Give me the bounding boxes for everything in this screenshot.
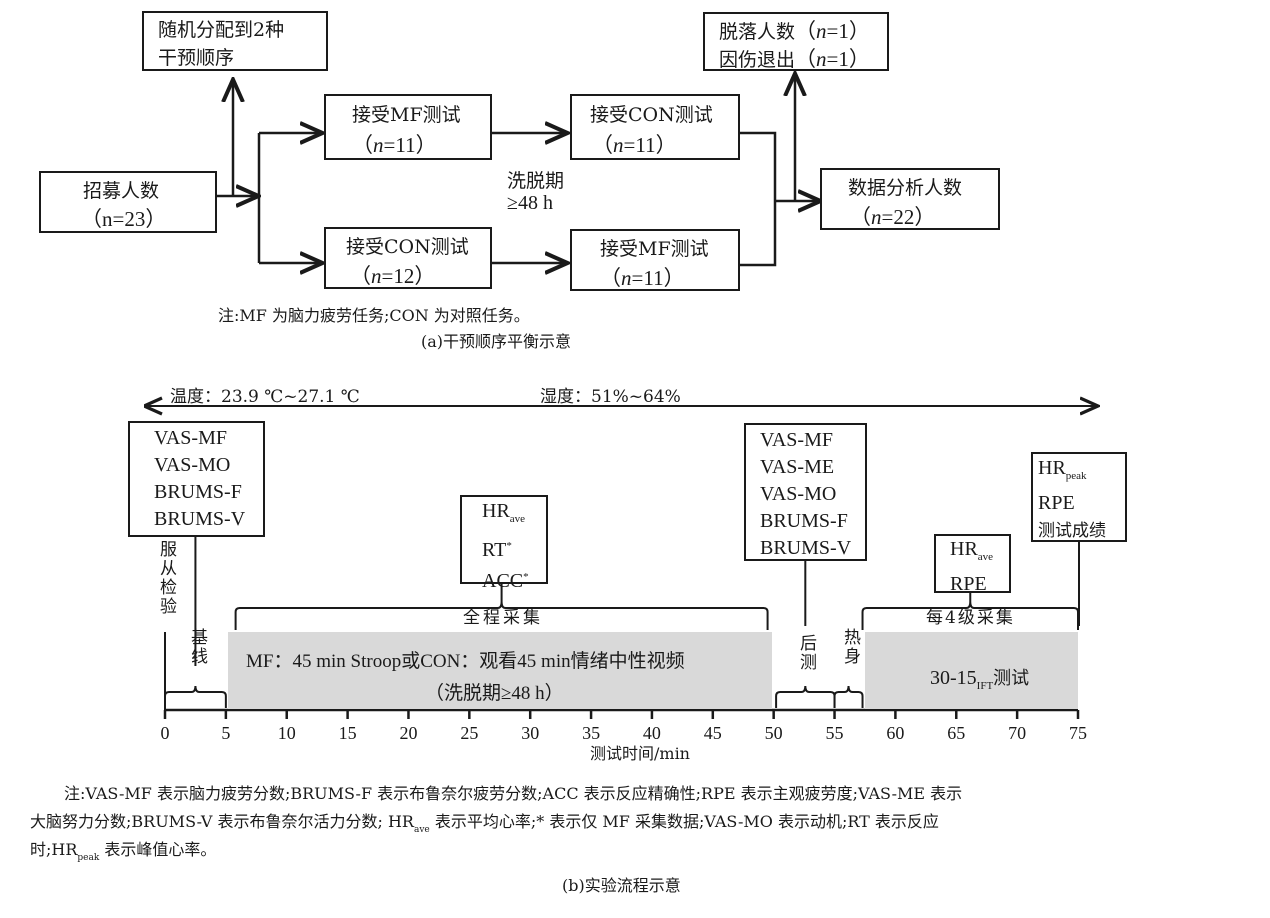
random-line1: 随机分配到2种 (158, 19, 285, 41)
task-description: MF：45 min Stroop或CON：观看45 min情绪中性视频 (246, 651, 685, 672)
warmup-brace (833, 685, 864, 708)
hr-ave: HRave (950, 538, 994, 563)
baseline-label: 基线 (187, 628, 207, 666)
part-a-note: 注:MF 为脑力疲劳任务;CON 为对照任务。 (218, 306, 530, 325)
x-tick-label: 75 (1069, 723, 1087, 743)
part-b-note-line1: 注:VAS-MF 表示脑力疲劳分数;BRUMS-F 表示布鲁奈尔疲劳分数;ACC… (64, 784, 963, 803)
final-measures-box: HRpeak RPE 测试成绩 (1031, 452, 1127, 542)
con-second-label: 接受CON测试 (590, 104, 713, 126)
x-tick-label: 25 (460, 723, 479, 743)
con-first-label: 接受CON测试 (346, 236, 469, 258)
mf-first-count: （n=11） (352, 133, 437, 157)
during-measures-box: HRave RT* ACC* (460, 495, 548, 592)
x-tick-label: 10 (277, 723, 296, 743)
x-tick-label: 20 (399, 723, 418, 743)
analysis-count: （n=22） (850, 205, 936, 229)
warmup-label: 热身 (840, 628, 860, 666)
con-second-box: 接受CON测试 （n=11） (570, 94, 740, 160)
merge-line (740, 131, 777, 267)
task-washout: （洗脱期≥48 h） (425, 683, 564, 704)
mf-first-label: 接受MF测试 (352, 104, 461, 126)
dropout-box: 脱落人数（n=1） 因伤退出（n=1） (703, 12, 889, 71)
x-tick-label: 45 (703, 723, 722, 743)
x-tick-label: 50 (764, 723, 783, 743)
x-tick-label: 65 (947, 723, 966, 743)
con-first-box: 接受CON测试 （n=12） (324, 227, 492, 289)
measure-item: VAS-MO (154, 454, 231, 476)
x-tick-label: 15 (338, 723, 357, 743)
washout-line2: ≥48 h (507, 192, 553, 214)
ift-measures-box: HRave RPE (934, 534, 1011, 595)
part-b-note-line2: 大脑努力分数;BRUMS-V 表示布鲁奈尔活力分数; HRave 表示平均心率;… (30, 812, 939, 835)
x-tick-label: 0 (160, 723, 170, 743)
x-tick-label: 60 (886, 723, 905, 743)
temperature-label: 温度：23.9 ℃~27.1 ℃ (170, 387, 360, 407)
measure-item: BRUMS-F (154, 481, 242, 503)
acc: ACC* (482, 570, 529, 592)
measure-item: VAS-MO (760, 483, 837, 505)
dropout-line2: 因伤退出（n=1） (719, 47, 870, 71)
recruit-box: 招募人数 （n=23） (39, 171, 217, 233)
test-score: 测试成绩 (1038, 521, 1106, 540)
random-line2: 干预顺序 (158, 47, 235, 69)
washout-line1: 洗脱期 (507, 170, 565, 192)
mf-second-label: 接受MF测试 (600, 238, 709, 260)
mf-second-count: （n=11） (600, 266, 685, 290)
humidity-label: 湿度：51%~64% (540, 387, 681, 407)
dropout-line1: 脱落人数（n=1） (719, 19, 870, 43)
measure-item: BRUMS-F (760, 510, 848, 532)
x-axis-label: 测试时间/min (590, 744, 690, 763)
measure-item: BRUMS-V (760, 537, 852, 559)
recruit-label: 招募人数 (83, 180, 160, 202)
measure-item: VAS-MF (154, 427, 227, 449)
measure-item: VAS-ME (760, 456, 835, 478)
con-second-count: （n=11） (592, 133, 677, 157)
part-b-caption: (b)实验流程示意 (562, 876, 681, 895)
x-tick-label: 5 (221, 723, 231, 743)
baseline-brace (164, 685, 227, 708)
ift-test-label: 30-15IFT测试 (930, 667, 1030, 692)
mf-second-box: 接受MF测试 （n=11） (570, 229, 740, 291)
ift-segment (864, 632, 1078, 709)
compliance-label: 服从检验 (156, 540, 176, 616)
baseline-measures-box: VAS-MF VAS-MO BRUMS-F BRUMS-V (128, 421, 265, 537)
part-a-caption: (a)干预顺序平衡示意 (421, 332, 572, 351)
ift-collection-label: 每4级采集 (926, 608, 1015, 628)
post-test-label: 后测 (796, 634, 816, 672)
post-measures-box: VAS-MF VAS-ME VAS-MO BRUMS-F BRUMS-V (744, 423, 867, 561)
rt: RT* (482, 539, 512, 561)
part-b-note-line3: 时;HRpeak 表示峰值心率。 (30, 840, 217, 863)
post-brace (775, 685, 836, 708)
rpe: RPE (950, 573, 987, 595)
task-segment (227, 632, 772, 709)
con-first-count: （n=12） (350, 264, 436, 288)
x-tick-label: 40 (642, 723, 661, 743)
random-allocation-box: 随机分配到2种 干预顺序 (142, 11, 328, 71)
hr-peak: HRpeak (1038, 457, 1087, 482)
measure-item: BRUMS-V (154, 508, 246, 530)
rpe: RPE (1038, 492, 1075, 514)
hr-ave: HRave (482, 500, 526, 525)
measure-item: VAS-MF (760, 429, 833, 451)
washout-label: 洗脱期 ≥48 h (507, 170, 564, 214)
analysis-box: 数据分析人数 （n=22） (820, 168, 1000, 230)
recruit-count: （n=23） (81, 207, 167, 231)
analysis-label: 数据分析人数 (848, 177, 963, 199)
during-label: 全程采集 (463, 608, 543, 628)
x-tick-label: 35 (582, 723, 601, 743)
x-tick-label: 30 (521, 723, 540, 743)
x-tick-label: 55 (825, 723, 844, 743)
x-tick-label: 70 (1008, 723, 1027, 743)
mf-first-box: 接受MF测试 （n=11） (324, 94, 492, 160)
